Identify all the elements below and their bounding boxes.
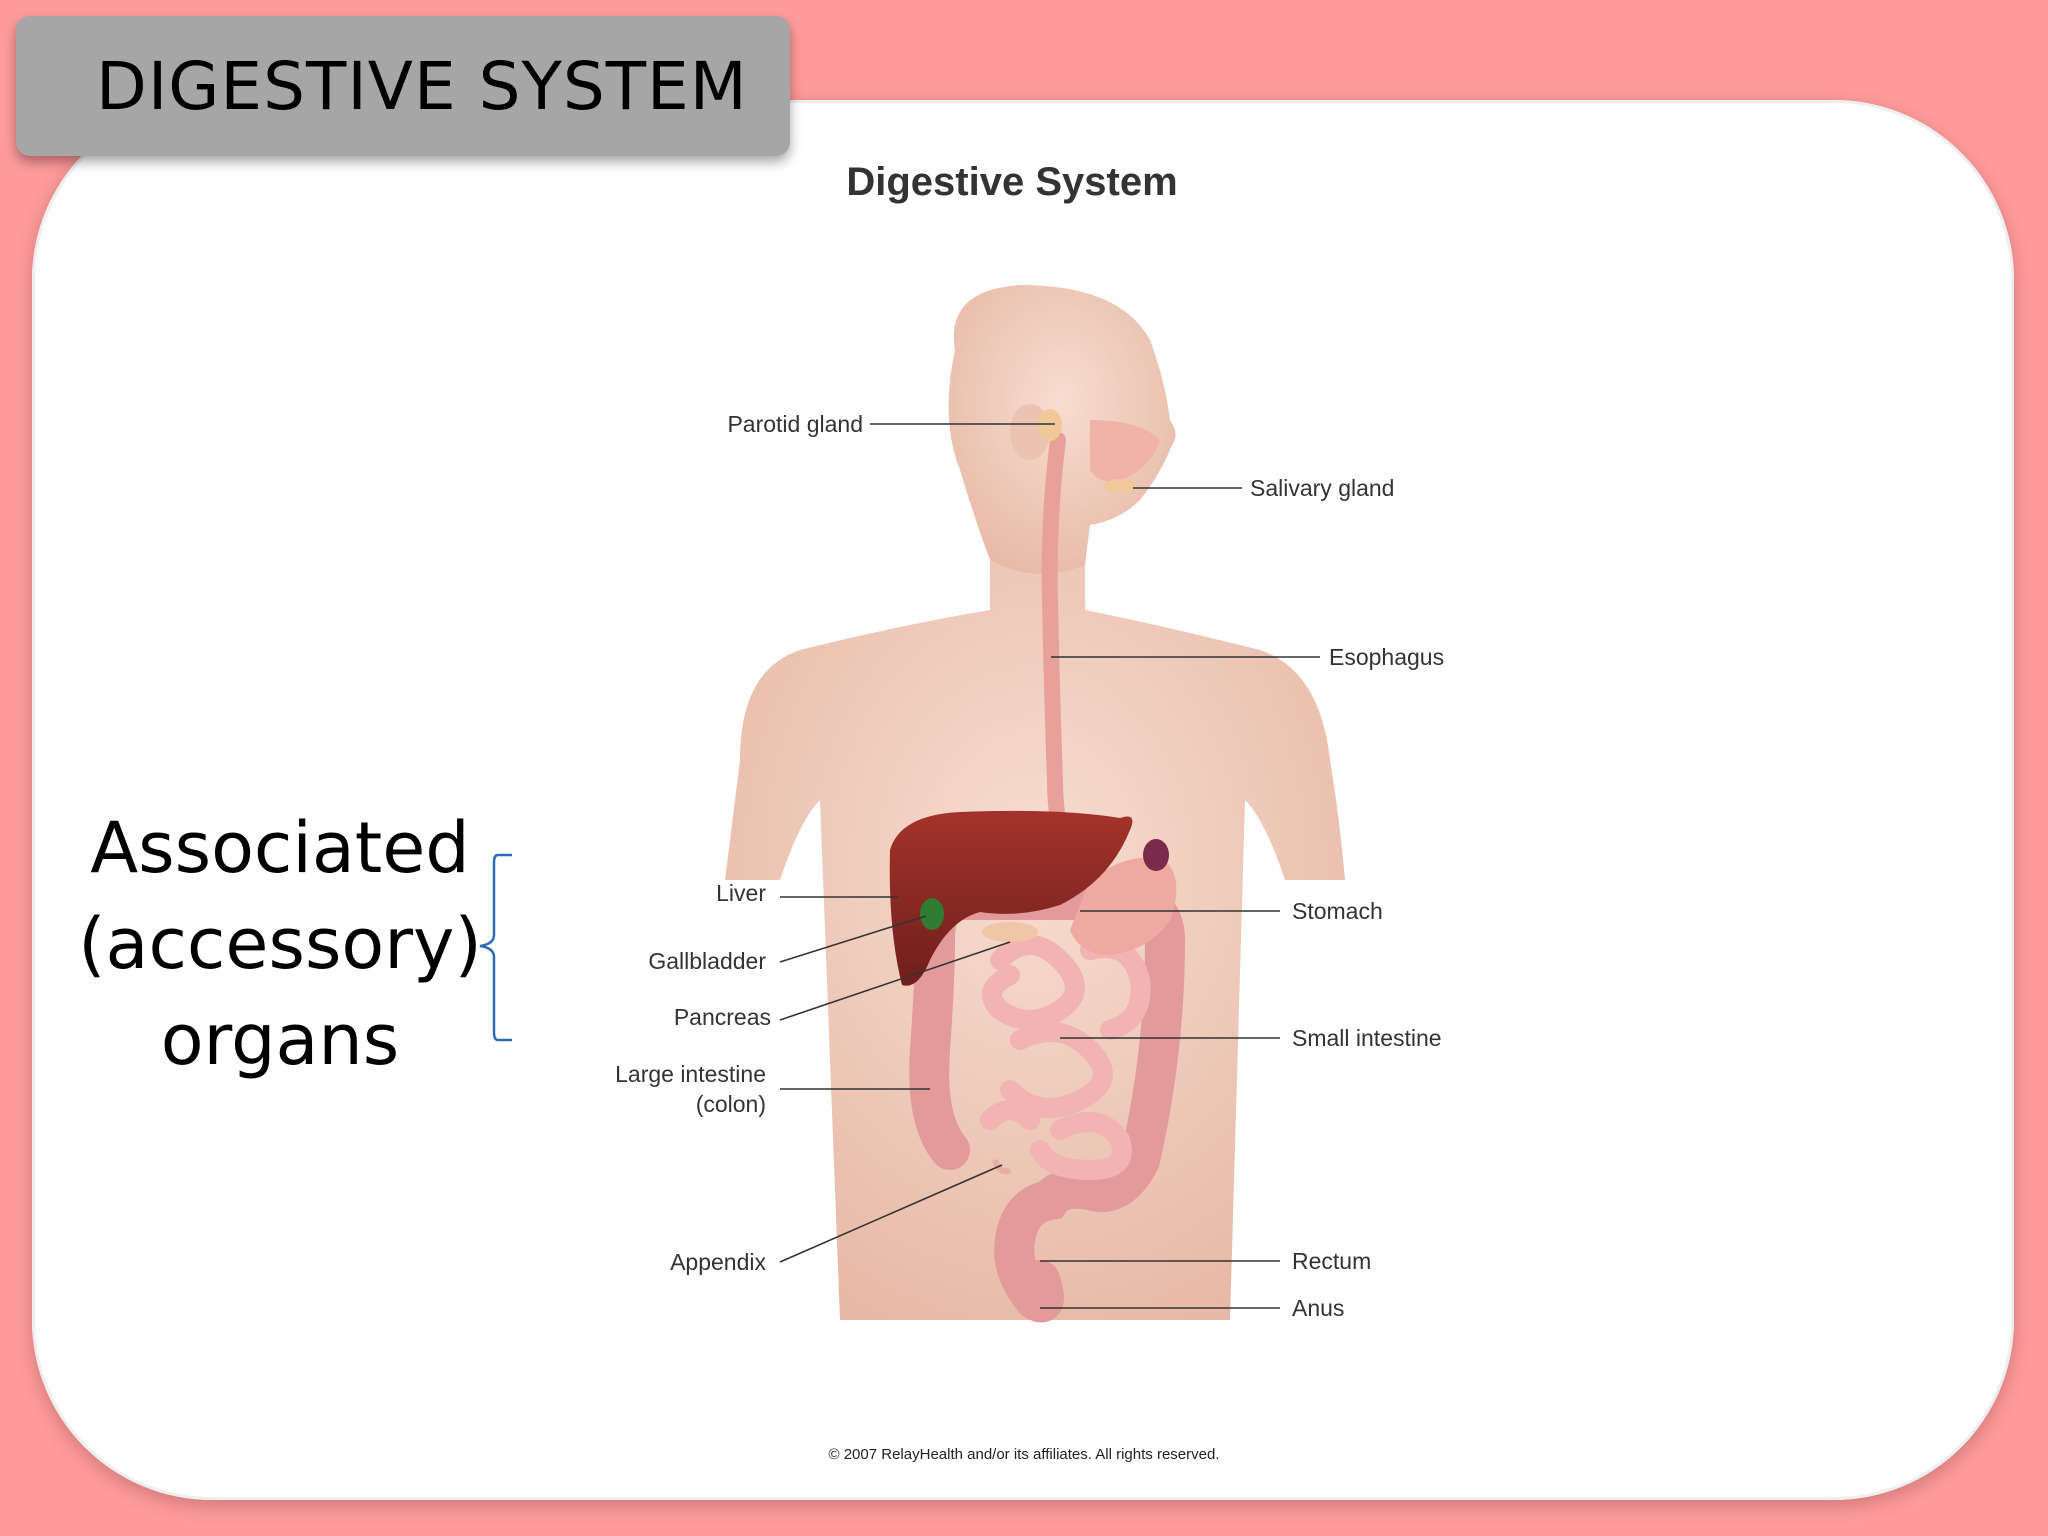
pancreas-shape <box>982 922 1038 942</box>
note-line-2: (accessory) <box>78 903 482 985</box>
spleen-shape <box>1143 839 1169 871</box>
label-small-intestine: Small intestine <box>1292 1025 1442 1051</box>
label-liver: Liver <box>716 880 766 906</box>
note-line-1: Associated <box>90 807 470 889</box>
esophagus-tube <box>1041 432 1074 863</box>
accessory-organs-note: Associated (accessory) organs <box>60 800 500 1088</box>
parotid-gland-shape <box>1038 409 1062 441</box>
label-salivary-gland: Salivary gland <box>1250 475 1394 501</box>
figure-title: Digestive System <box>846 160 1178 204</box>
liver-shape <box>889 810 1133 986</box>
label-stomach: Stomach <box>1292 898 1383 924</box>
bracket-icon <box>479 853 512 1042</box>
label-anus: Anus <box>1292 1295 1344 1321</box>
colon-shape <box>909 880 1186 1322</box>
note-line-3: organs <box>160 999 400 1081</box>
label-large-intestine: Large intestine <box>615 1061 766 1087</box>
mouth-area <box>1090 420 1160 482</box>
stomach-shape <box>1070 857 1177 955</box>
appendix-shape <box>992 1158 1012 1175</box>
label-esophagus: Esophagus <box>1329 644 1444 670</box>
gallbladder-shape <box>920 898 944 930</box>
title-tab: DIGESTIVE SYSTEM <box>16 16 790 156</box>
slide-heading: DIGESTIVE SYSTEM <box>96 47 748 125</box>
human-torso <box>725 285 1345 1320</box>
label-gallbladder: Gallbladder <box>648 948 766 974</box>
label-pancreas: Pancreas <box>674 1004 771 1030</box>
label-colon: (colon) <box>696 1091 766 1117</box>
salivary-gland-shape <box>1104 479 1136 493</box>
label-parotid-gland: Parotid gland <box>727 411 863 437</box>
label-rectum: Rectum <box>1292 1248 1371 1274</box>
copyright-notice: © 2007 RelayHealth and/or its affiliates… <box>828 1446 1220 1463</box>
label-appendix: Appendix <box>670 1249 766 1275</box>
leader-lines <box>779 423 1320 1309</box>
